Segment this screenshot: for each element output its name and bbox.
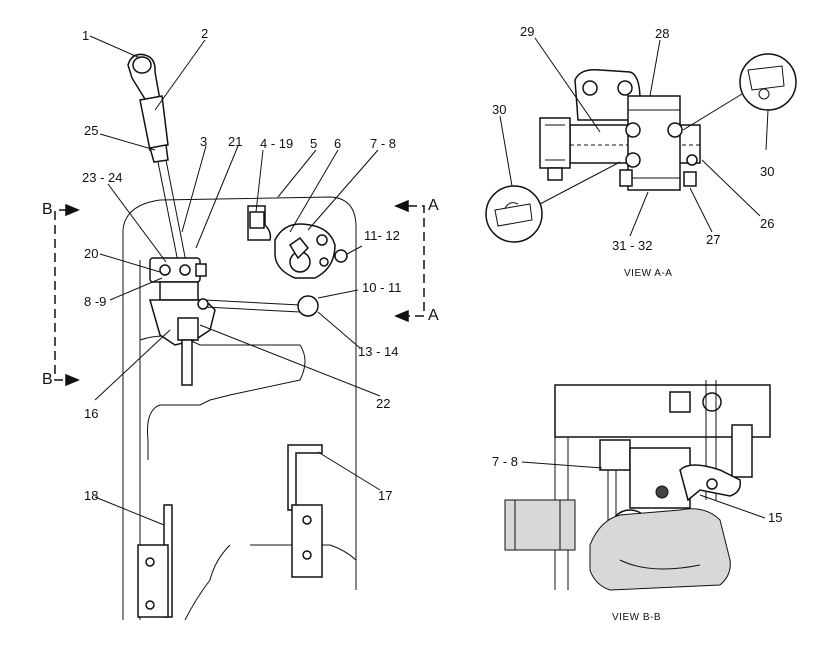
section-b-top: B bbox=[42, 201, 53, 218]
callout-28: 28 bbox=[655, 26, 669, 41]
callout-7-8-main: 7 - 8 bbox=[370, 136, 396, 151]
callout-5: 5 bbox=[310, 136, 317, 151]
callout-10-11: 10 - 11 bbox=[362, 280, 402, 295]
callout-22: 22 bbox=[376, 396, 390, 411]
callout-6: 6 bbox=[334, 136, 341, 151]
callout-8-9: 8 -9 bbox=[84, 294, 106, 309]
section-line-a: A A bbox=[394, 197, 439, 324]
section-b-bottom: B bbox=[42, 371, 53, 388]
link-rod bbox=[197, 295, 319, 317]
lever-clamp bbox=[149, 257, 216, 386]
callout-29: 29 bbox=[520, 24, 534, 39]
caption-view-a-a: VIEW A-A bbox=[624, 268, 672, 279]
callout-7-8-bb: 7 - 8 bbox=[492, 454, 518, 469]
callout-15: 15 bbox=[768, 510, 782, 525]
callout-4-19: 4 - 19 bbox=[260, 136, 293, 151]
section-a-top: A bbox=[428, 197, 439, 214]
section-line-b: B B bbox=[42, 201, 80, 388]
control-lever bbox=[127, 53, 187, 263]
view-b-b: 7 - 8 15 VIEW B-B bbox=[492, 380, 782, 623]
callout-31-32: 31 - 32 bbox=[612, 238, 652, 253]
valve-assembly bbox=[247, 205, 348, 279]
callout-30-left: 30 bbox=[492, 102, 506, 117]
main-assembly-view: B B A A bbox=[42, 26, 439, 621]
callout-30-right: 30 bbox=[760, 164, 774, 179]
callout-23-24: 23 - 24 bbox=[82, 170, 122, 185]
view-a-a: 29 28 30 30 26 27 31 - 32 VIEW A-A bbox=[485, 24, 797, 279]
callout-26: 26 bbox=[760, 216, 774, 231]
callout-25: 25 bbox=[84, 123, 98, 138]
callout-13-14: 13 - 14 bbox=[358, 344, 398, 359]
callout-1: 1 bbox=[82, 28, 89, 43]
callout-16: 16 bbox=[84, 406, 98, 421]
leader-lines-main bbox=[89, 35, 381, 526]
section-a-bottom: A bbox=[428, 307, 439, 324]
caption-view-b-b: VIEW B-B bbox=[612, 612, 661, 623]
callout-11-12: 11- 12 bbox=[364, 228, 400, 243]
callout-21: 21 bbox=[228, 134, 242, 149]
callout-3: 3 bbox=[200, 134, 207, 149]
bracket-17 bbox=[287, 444, 323, 578]
callout-18: 18 bbox=[84, 488, 98, 503]
callout-27: 27 bbox=[706, 232, 720, 247]
bracket-18 bbox=[137, 504, 173, 618]
callout-17: 17 bbox=[378, 488, 392, 503]
callout-2: 2 bbox=[201, 26, 208, 41]
callout-20: 20 bbox=[84, 246, 98, 261]
